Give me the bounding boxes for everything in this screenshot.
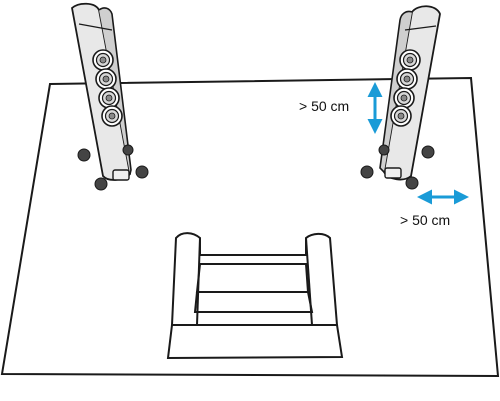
armchair-icon [166,232,344,360]
distance-label-top: > 50 cm [299,98,350,114]
left-speaker-icon [71,2,149,191]
distance-label-side: > 50 cm [400,212,451,228]
right-speaker-icon [360,5,441,190]
